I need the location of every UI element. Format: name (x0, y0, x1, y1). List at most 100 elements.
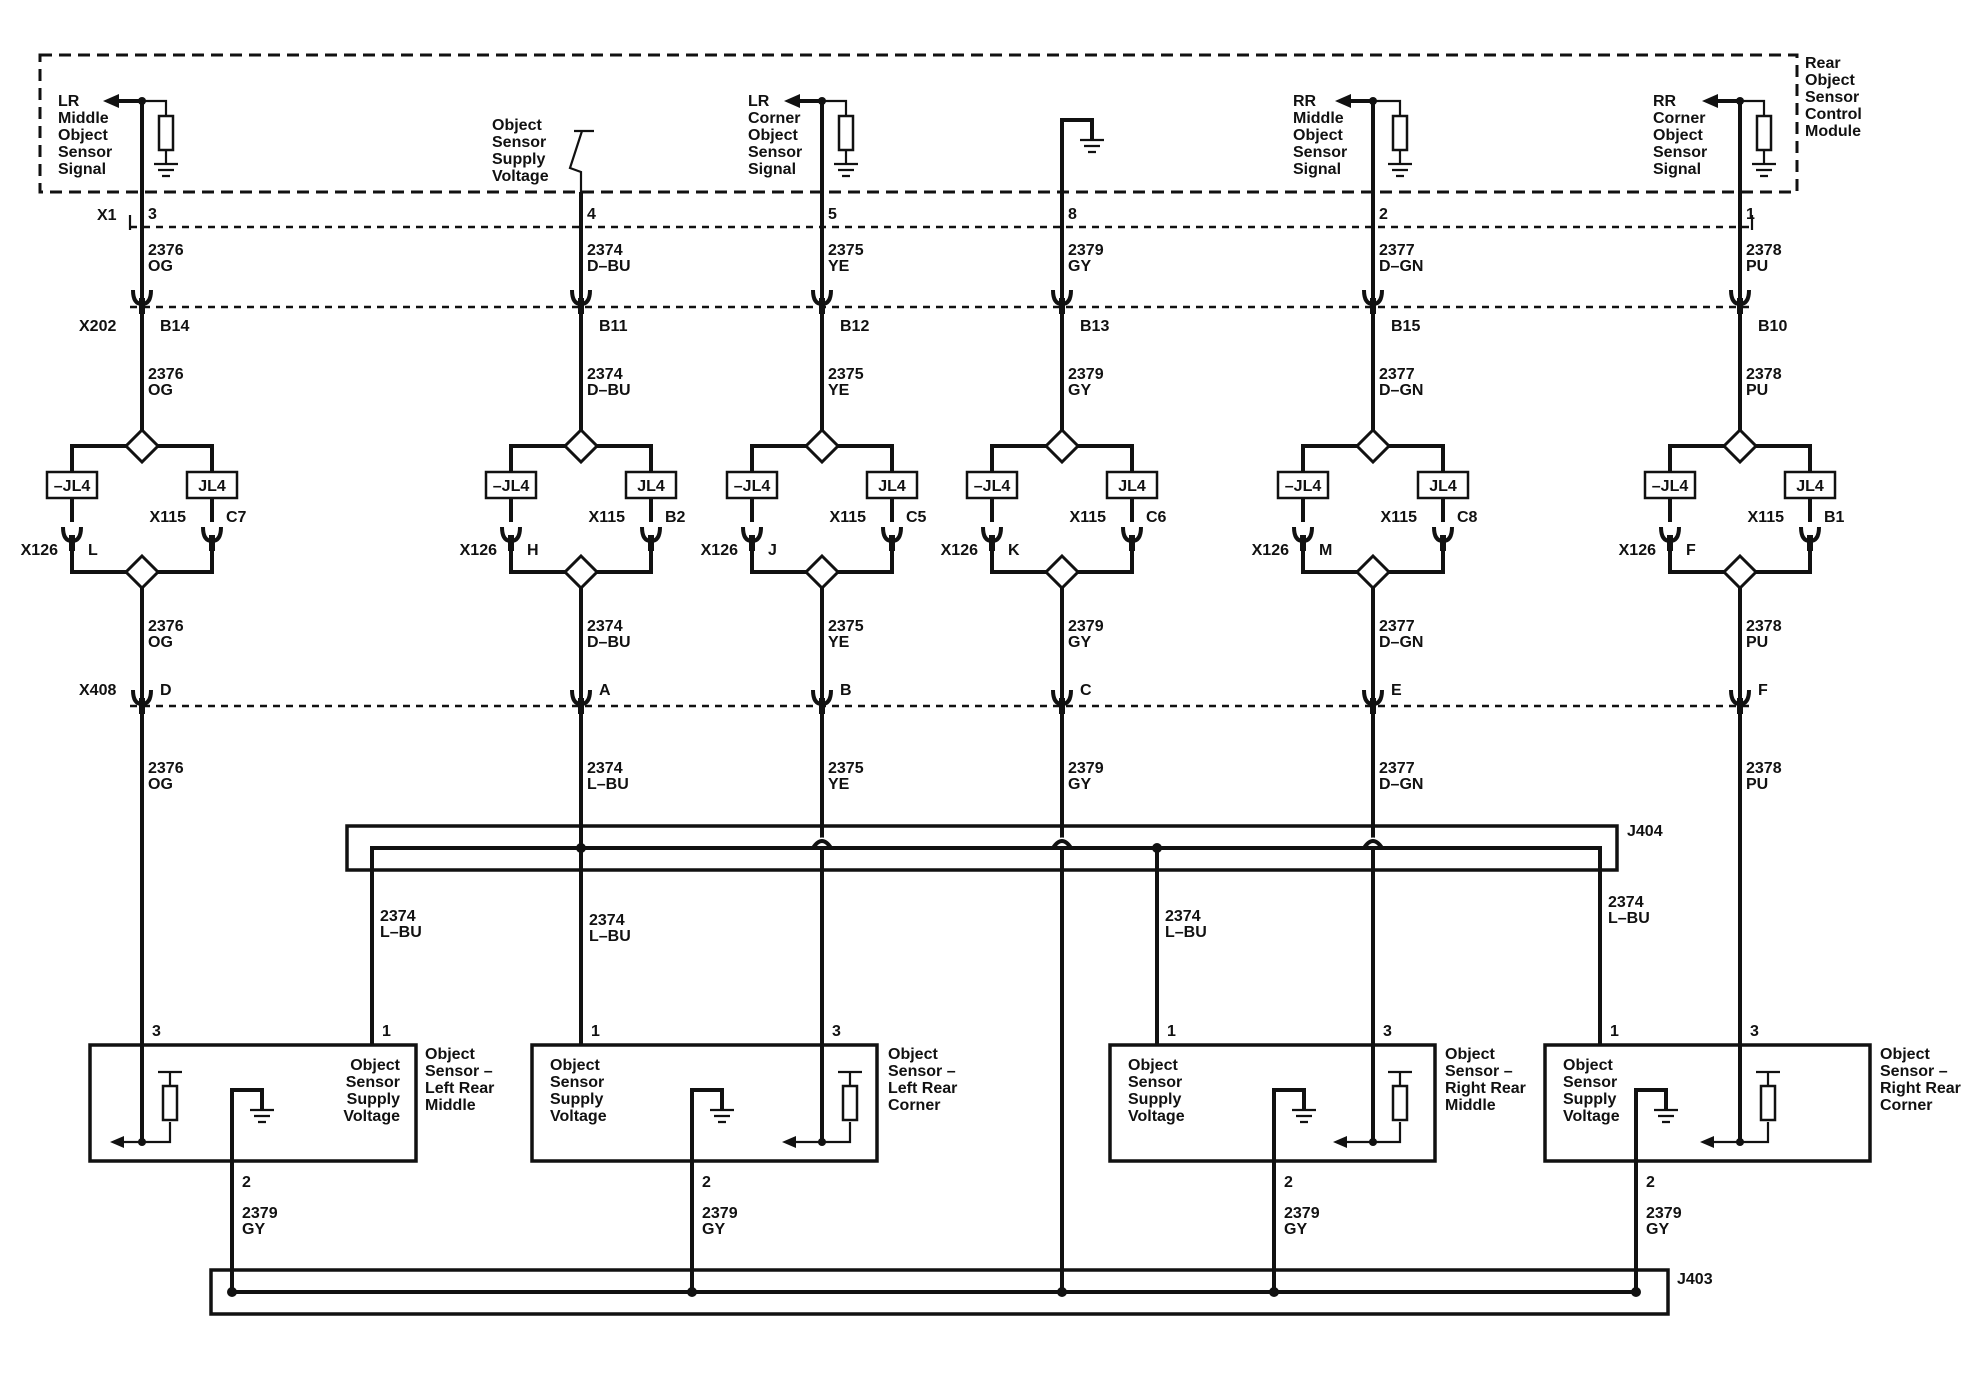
wire-color: L–BU (589, 928, 631, 945)
option-not-jl4-label: –JL4 (1652, 478, 1689, 495)
option-not-jl4-label: –JL4 (493, 478, 530, 495)
wire-color: GY (1068, 382, 1091, 399)
x126-label: X126 (941, 542, 978, 559)
circuit-number: 2377 (1379, 242, 1415, 259)
wire-color: L–BU (380, 924, 422, 941)
splice-diamond (1721, 553, 1759, 591)
x115-label: X115 (589, 509, 626, 526)
arrow-icon (1700, 1136, 1714, 1148)
x202-pin-label: B13 (1080, 318, 1109, 335)
option-not-jl4-label: –JL4 (1285, 478, 1322, 495)
x202-pin-label: B15 (1391, 318, 1420, 335)
x202-pin-label: B11 (599, 318, 628, 335)
circuit-number: 2378 (1746, 242, 1782, 259)
circuit-number: 2376 (148, 618, 184, 635)
x115-label: X115 (1070, 509, 1107, 526)
object-sensor: 3122379GYObjectSensorSupplyVoltageObject… (530, 1023, 957, 1297)
control-module-label: Rear Object Sensor Control Module (1805, 55, 1862, 140)
x126-label: X126 (21, 542, 58, 559)
sensor-pin-label: 3 (832, 1023, 841, 1040)
switch-icon (568, 129, 594, 192)
x115-socket-pin (1807, 535, 1813, 551)
resistor-icon (161, 1084, 179, 1122)
circuit-number: 2374 (587, 242, 623, 259)
control-module-label-line: Rear (1805, 55, 1841, 72)
x115-pin-label: C7 (226, 509, 247, 526)
j404-bus (370, 846, 1602, 1040)
circuit-number: 2378 (1746, 618, 1782, 635)
supply-voltage-source: Object Sensor Supply Voltage (492, 117, 594, 192)
sensor-inner-label: Object (550, 1057, 600, 1074)
splice-diamond (803, 553, 841, 591)
circuit-number: 2374 (587, 366, 623, 383)
arrow-icon (1702, 94, 1718, 108)
x202-socket-pin (1737, 298, 1743, 314)
circuit-number: 2374 (380, 908, 416, 925)
resistor-icon (1391, 1084, 1409, 1122)
sensor-inner-label: Object (350, 1057, 400, 1074)
circuit-number: 2374 (587, 760, 623, 777)
circuit-number: 2379 (1068, 618, 1104, 635)
x126-pin-label: L (88, 542, 98, 559)
sensor-title-line: Corner (1880, 1097, 1932, 1114)
sensor-inner-label: Object (1128, 1057, 1178, 1074)
circuit-number: 2375 (828, 366, 864, 383)
wire-color: GY (1068, 776, 1091, 793)
x115-label: X115 (1748, 509, 1785, 526)
resistor-icon (837, 114, 855, 152)
circuit-number: 2377 (1379, 366, 1415, 383)
output-label-line: Object (1653, 127, 1703, 144)
sensor-pin-label: 1 (382, 1023, 391, 1040)
supply-label-line: Voltage (492, 168, 549, 185)
sensor-inner-label: Sensor (1563, 1074, 1617, 1091)
x115-pin-label: C5 (906, 509, 927, 526)
supply-label-line: Supply (492, 151, 545, 168)
sensor-inner-label: Supply (347, 1091, 400, 1108)
x115-pin-label: B1 (1824, 509, 1845, 526)
j403-label: J403 (1677, 1271, 1713, 1288)
resistor-icon (1755, 114, 1773, 152)
sensor-pin-label: 1 (591, 1023, 600, 1040)
ground-icon (1080, 138, 1104, 154)
circuit-number: 2379 (1068, 760, 1104, 777)
x115-socket-pin (648, 535, 654, 551)
splice-pack-j404 (345, 824, 1619, 872)
splice-diamond (1721, 427, 1759, 465)
sensor-pin-label: 2 (242, 1174, 251, 1191)
circuit-number: 2375 (828, 618, 864, 635)
sensor-pin-label: 1 (1167, 1023, 1176, 1040)
wire-color: OG (148, 382, 173, 399)
circuit-number: 2379 (1646, 1205, 1682, 1222)
sensor-title-line: Right Rear (1445, 1080, 1526, 1097)
x202-pin-label: B14 (160, 318, 189, 335)
x126-pin-label: H (527, 542, 539, 559)
circuit-number: 2374 (1165, 908, 1201, 925)
x115-pin-label: C6 (1146, 509, 1167, 526)
splice-diamond (562, 553, 600, 591)
x126-label: X126 (1619, 542, 1656, 559)
control-module-label-line: Control (1805, 106, 1862, 123)
output-lr-middle: LR Middle Object Sensor Signal (58, 93, 178, 192)
sensor-inner-label: Sensor (346, 1074, 400, 1091)
sensor-pin-label: 2 (1646, 1174, 1655, 1191)
splice-diamond (1043, 427, 1081, 465)
arrow-icon (784, 94, 800, 108)
wire-color: L–BU (1165, 924, 1207, 941)
sensor-inner-label: Voltage (343, 1108, 400, 1125)
resistor-icon (1391, 114, 1409, 152)
wire-color: D–GN (1379, 382, 1423, 399)
ground-icon (1292, 1108, 1316, 1124)
splice-diamond (803, 427, 841, 465)
output-label-line: Sensor (58, 144, 112, 161)
supply-label-line: Sensor (492, 134, 546, 151)
x202-socket-pin (1059, 298, 1065, 314)
sensor-title-line: Sensor – (425, 1063, 493, 1080)
x126-socket-pin (508, 535, 514, 551)
wire-color: PU (1746, 258, 1768, 275)
output-label-line: Middle (58, 110, 109, 127)
wire-color: YE (828, 776, 850, 793)
circuit-number: 2378 (1746, 366, 1782, 383)
